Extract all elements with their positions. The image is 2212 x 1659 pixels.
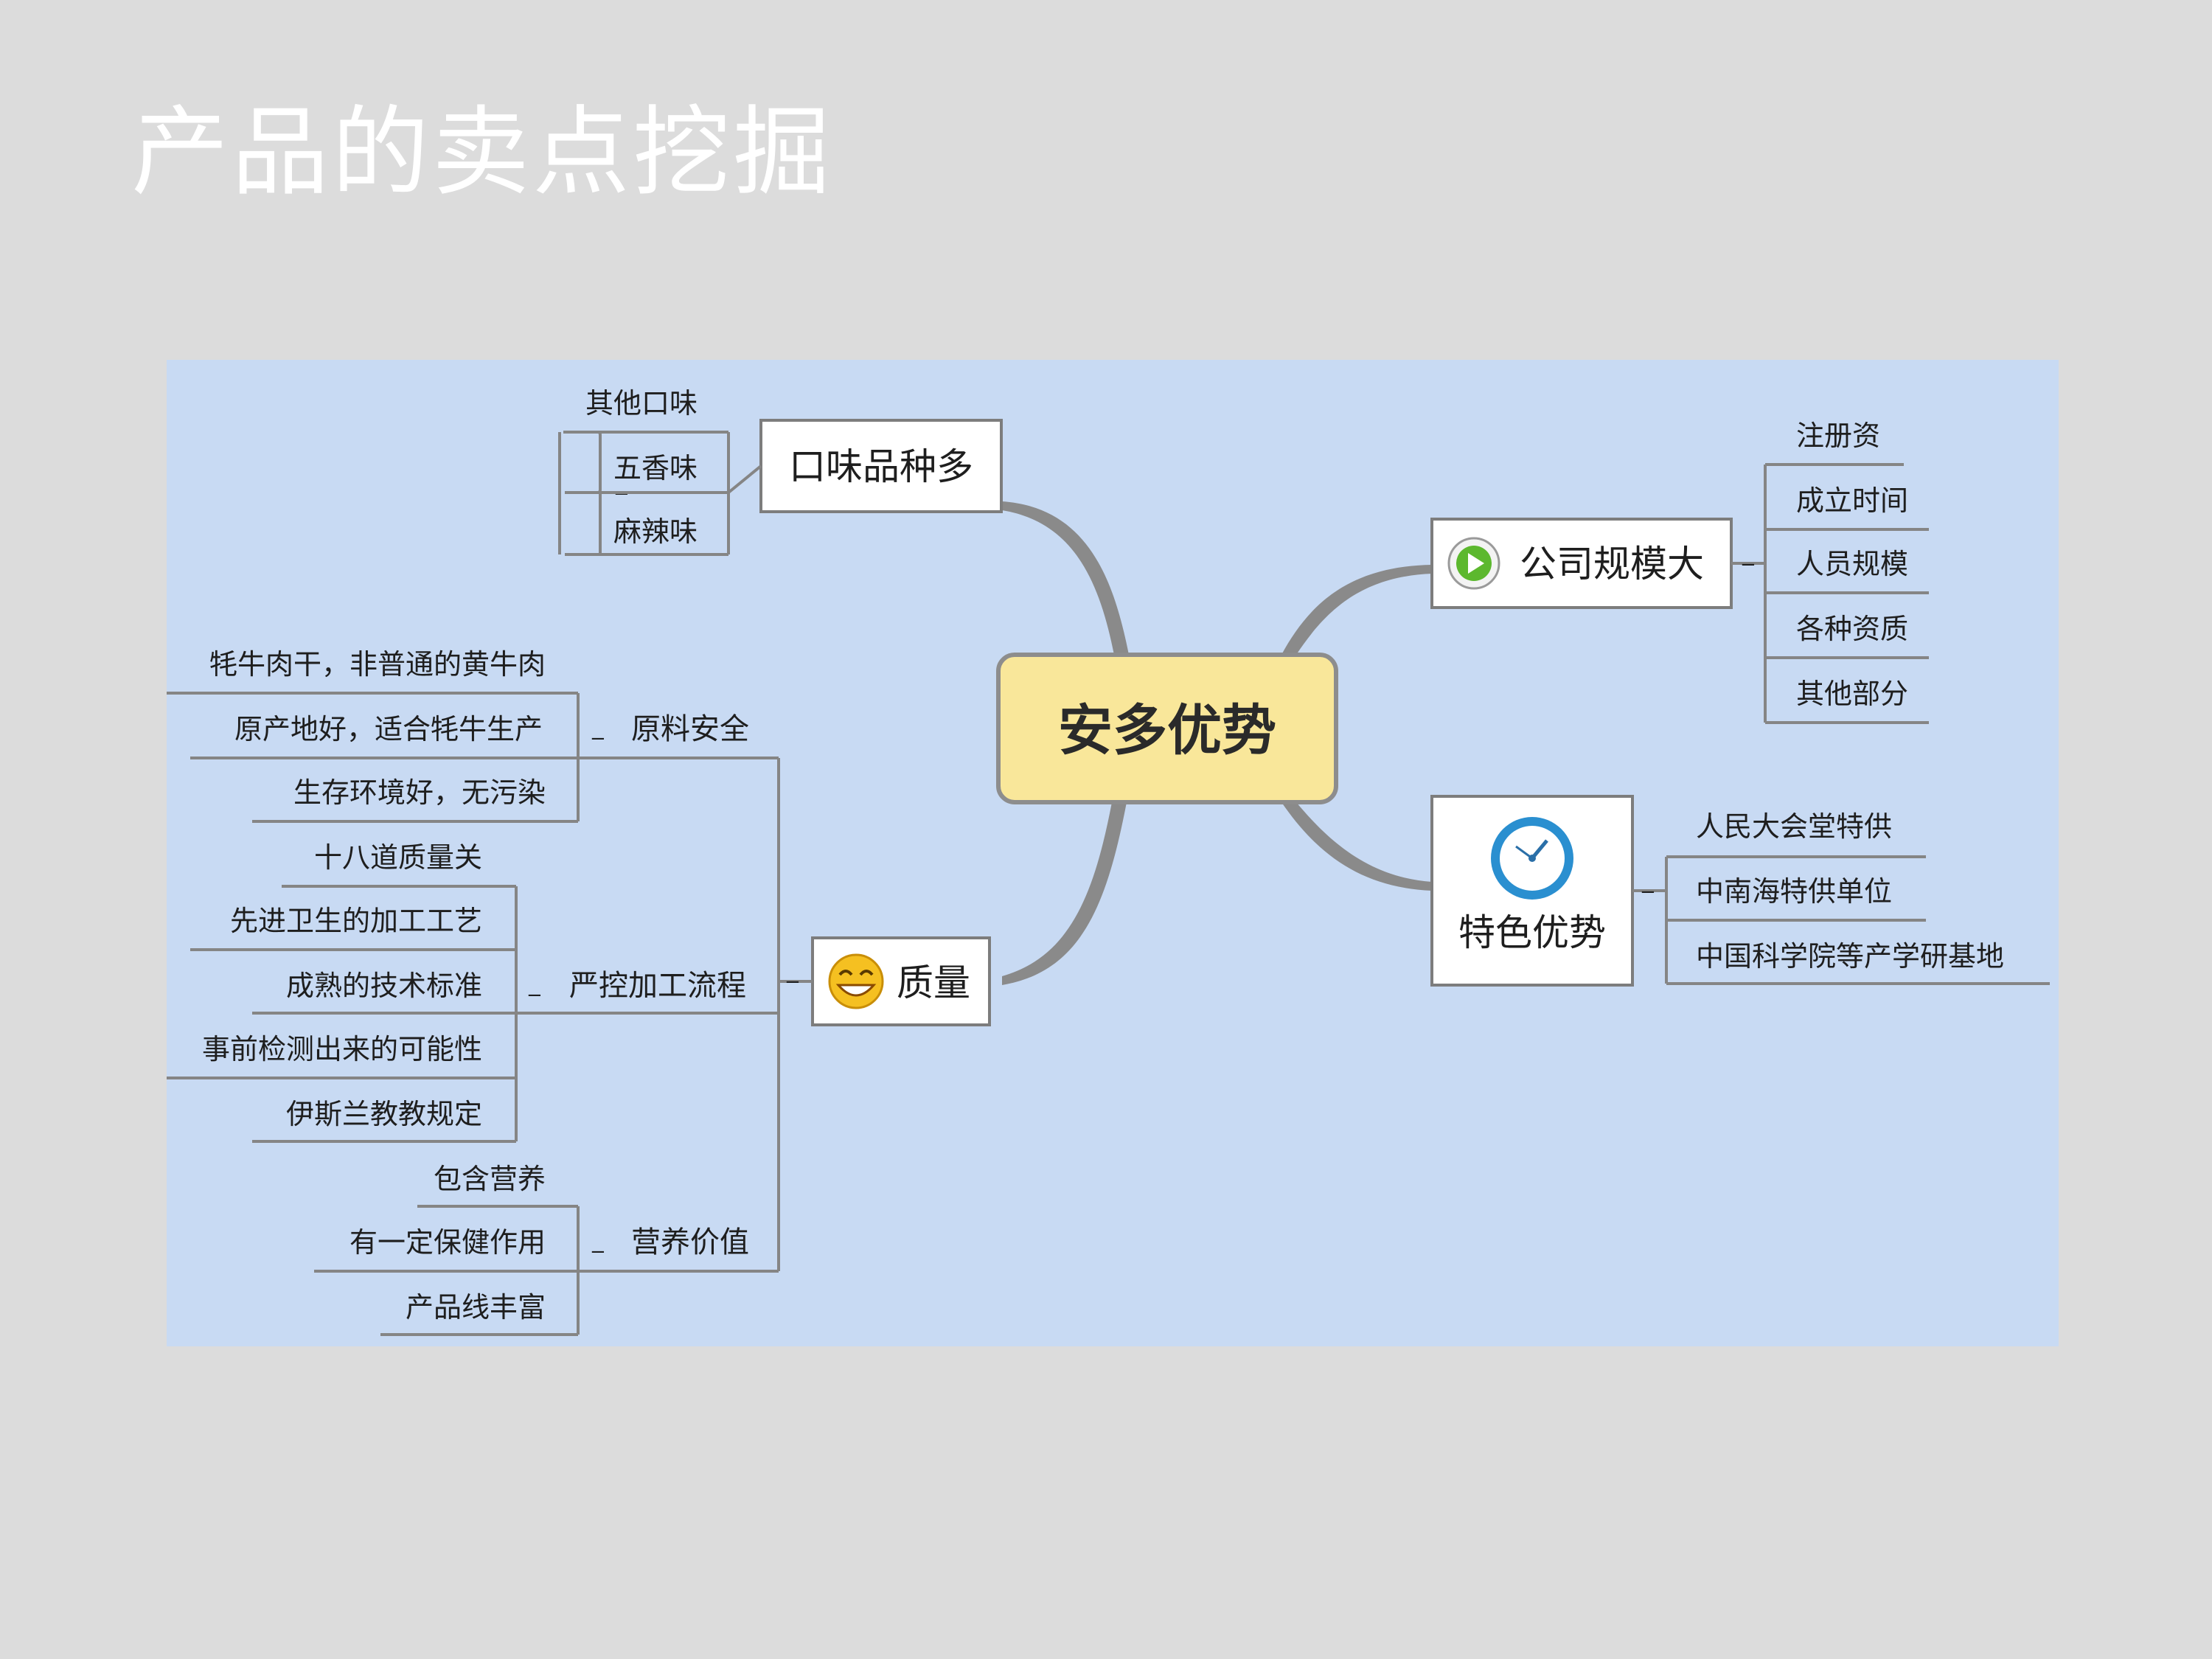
subtopic-label: 原料安全	[631, 712, 749, 746]
list-item[interactable]: 注册资	[1765, 420, 1904, 466]
leaf-label: 成熟的技术标准	[286, 970, 482, 1002]
list-item[interactable]: 牦牛肉干，非普通的黄牛肉	[167, 648, 578, 695]
subtopic-label: 营养价值	[631, 1225, 749, 1259]
subtopic-raw-material[interactable]: 原料安全	[578, 712, 779, 759]
subtopic-process-control[interactable]: 严控加工流程	[516, 969, 779, 1015]
leaf-label: 各种资质	[1796, 613, 1908, 645]
collapse-toggle-company-scale[interactable]: −	[1740, 554, 1756, 576]
leaf-label: 牦牛肉干，非普通的黄牛肉	[209, 648, 546, 681]
leaf-label: 生存环境好，无污染	[293, 776, 546, 809]
topic-company-scale-label: 公司规模大	[1520, 543, 1704, 585]
topic-flavors-label: 口味品种多	[789, 445, 973, 488]
leaf-label: 先进卫生的加工工艺	[230, 905, 482, 937]
mind-map-svg: 安多优势 − 口味品种多 其他口味 五香味 麻辣味	[167, 387, 2050, 1336]
leaf-label: 有一定保健作用	[349, 1226, 546, 1259]
list-item[interactable]: 其他部分	[1765, 678, 1929, 724]
leaf-label: 五香味	[613, 452, 698, 484]
list-item[interactable]: 中国科学院等产学研基地	[1666, 940, 2050, 985]
list-item[interactable]: 先进卫生的加工工艺	[190, 905, 516, 951]
topic-flavors-box	[759, 419, 1003, 513]
list-item[interactable]: 人民大会堂特供	[1666, 810, 1926, 858]
leaf-label: 十八道质量关	[314, 841, 482, 874]
topic-quality-label: 质量	[897, 961, 970, 1004]
slide-title: 产品的卖点挖掘	[131, 96, 833, 209]
branch-left-top	[1002, 501, 1129, 655]
list-item[interactable]: 成熟的技术标准	[252, 970, 516, 1015]
branch-right-bottom	[1281, 802, 1432, 891]
list-item[interactable]: 人员规模	[1765, 548, 1929, 594]
list-item[interactable]: 伊斯兰教教规定	[252, 1098, 516, 1143]
topic-company-scale[interactable]: 公司规模大	[1430, 518, 1733, 609]
leaf-label: 伊斯兰教教规定	[286, 1098, 482, 1130]
central-topic-label: 安多优势	[1058, 699, 1276, 762]
leaf-label: 包含营养	[434, 1163, 546, 1195]
central-topic-box	[996, 653, 1338, 804]
leaf-label: 其他口味	[585, 387, 698, 420]
collapse-toggle-raw-material[interactable]: −	[590, 728, 606, 750]
collapse-toggle-process-control[interactable]: −	[526, 984, 543, 1006]
list-item[interactable]: 其他口味	[563, 387, 728, 434]
list-item[interactable]: 中南海特供单位	[1666, 875, 1926, 922]
leaf-label: 原产地好，适合牦牛生产	[234, 713, 543, 745]
collapse-toggle-special-advantage[interactable]: −	[1640, 881, 1656, 903]
list-item[interactable]: 原产地好，适合牦牛生产	[190, 713, 578, 759]
list-item[interactable]: 生存环境好，无污染	[252, 776, 578, 823]
leaf-label: 人民大会堂特供	[1696, 810, 1892, 843]
mind-map-canvas: 安多优势 − 口味品种多 其他口味 五香味 麻辣味	[167, 360, 2059, 1346]
leaf-label: 成立时间	[1796, 484, 1908, 517]
leaf-label: 事前检测出来的可能性	[202, 1033, 482, 1065]
leaf-label: 其他部分	[1796, 678, 1908, 710]
branch-left-bottom	[1002, 802, 1127, 985]
topic-flavors[interactable]: 口味品种多	[759, 419, 1003, 513]
leaf-label: 麻辣味	[613, 515, 698, 548]
central-topic[interactable]: 安多优势	[996, 653, 1338, 804]
topic-special-advantage[interactable]: 特色优势	[1430, 795, 1634, 987]
leaf-label: 人员规模	[1796, 548, 1908, 580]
list-item[interactable]: 各种资质	[1765, 613, 1929, 659]
play-icon	[1447, 537, 1500, 590]
leaf-label: 中南海特供单位	[1696, 875, 1892, 908]
collapse-toggle-nutrition[interactable]: −	[590, 1241, 606, 1263]
leaf-label: 中国科学院等产学研基地	[1696, 940, 2004, 973]
collapse-toggle-quality[interactable]: −	[785, 971, 801, 993]
subtopic-nutrition[interactable]: 营养价值	[578, 1225, 779, 1273]
list-item[interactable]: 产品线丰富	[380, 1291, 578, 1336]
leaf-label: 产品线丰富	[406, 1291, 546, 1324]
subtopic-label: 严控加工流程	[569, 969, 746, 1003]
list-item[interactable]: 有一定保健作用	[314, 1226, 578, 1273]
topic-quality[interactable]: 质量	[811, 936, 991, 1026]
list-item[interactable]: 五香味	[593, 452, 728, 494]
list-item[interactable]: 麻辣味	[590, 515, 728, 556]
list-item[interactable]: 十八道质量关	[282, 841, 516, 888]
list-item[interactable]: 事前检测出来的可能性	[167, 1033, 516, 1079]
topic-special-advantage-label: 特色优势	[1458, 911, 1606, 954]
branch-right-top	[1281, 565, 1432, 655]
connector-flavors	[727, 465, 762, 494]
list-item[interactable]: 包含营养	[417, 1163, 578, 1208]
list-item[interactable]: 成立时间	[1765, 484, 1929, 531]
smile-icon	[828, 953, 884, 1009]
leaf-label: 注册资	[1796, 420, 1880, 452]
clock-icon	[1491, 817, 1573, 900]
